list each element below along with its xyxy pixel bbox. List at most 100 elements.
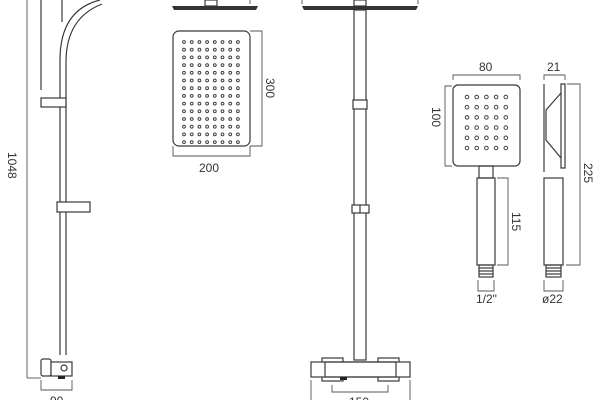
nozzle: [205, 132, 210, 137]
nozzle: [484, 104, 489, 110]
nozzle: [205, 117, 210, 121]
height-dimension-label: 1048: [5, 152, 19, 179]
nozzle: [212, 63, 217, 67]
nozzle: [220, 47, 225, 52]
slider-holder: [56, 201, 91, 213]
hand-length-label: 225: [581, 163, 595, 183]
nozzle: [189, 132, 194, 137]
nozzle: [197, 132, 202, 137]
hand-shower-front: 80 100 115 1/2": [429, 60, 523, 306]
nozzle: [205, 94, 210, 98]
nozzle: [493, 135, 499, 141]
nozzle: [182, 63, 186, 67]
nozzle: [189, 101, 194, 106]
head-width-label: 200: [199, 161, 219, 175]
nozzle: [189, 70, 194, 75]
nozzle: [236, 70, 240, 75]
nozzle: [228, 55, 233, 60]
nozzle: [236, 124, 240, 129]
nozzle: [197, 140, 202, 145]
nozzle: [197, 63, 202, 67]
nozzle: [182, 94, 186, 98]
nozzle: [474, 125, 480, 130]
nozzle: [236, 55, 240, 60]
nozzle: [197, 117, 202, 121]
nozzle: [236, 117, 240, 121]
nozzle: [197, 94, 202, 98]
thermostatic-bar: [310, 361, 411, 378]
nozzle: [182, 78, 186, 83]
nozzle: [236, 109, 240, 114]
nozzle: [212, 86, 217, 91]
nozzle: [212, 47, 217, 52]
nozzle: [228, 124, 233, 129]
nozzle: [474, 135, 480, 141]
nozzle: [189, 124, 194, 129]
nozzle: [493, 125, 499, 130]
nozzle: [220, 94, 225, 98]
head-face: [172, 30, 251, 147]
hand-width-label: 80: [479, 60, 493, 74]
nozzle: [220, 109, 225, 114]
nozzle: [220, 140, 225, 145]
nozzle: [503, 115, 509, 120]
nozzle: [189, 47, 194, 52]
nozzle: [189, 78, 194, 83]
nozzle: [205, 47, 210, 52]
nozzle: [228, 94, 233, 98]
nozzle: [484, 125, 489, 130]
nozzle: [236, 63, 240, 67]
front-view-riser: 150: [301, 0, 419, 400]
nozzle: [189, 94, 194, 98]
nozzle: [474, 104, 480, 110]
nozzle: [220, 101, 225, 106]
nozzle: [220, 55, 225, 60]
nozzle: [182, 86, 186, 91]
nozzle: [236, 140, 240, 145]
nozzle: [205, 70, 210, 75]
valve-centres-label: 150: [349, 395, 369, 400]
valve-handle: [40, 358, 52, 377]
nozzle: [189, 40, 194, 44]
nozzle: [205, 140, 210, 145]
valve-depth-label: 90: [50, 394, 64, 400]
nozzle: [212, 40, 217, 44]
nozzle: [493, 94, 499, 100]
hand-depth-label: 21: [547, 60, 561, 74]
head-length-label: 300: [263, 78, 277, 98]
nozzle: [484, 145, 489, 151]
nozzle: [197, 124, 202, 129]
nozzle: [182, 109, 186, 114]
nozzle: [228, 47, 233, 52]
nozzle: [464, 135, 470, 141]
nozzle: [212, 94, 217, 98]
nozzle: [220, 86, 225, 91]
nozzle: [228, 140, 233, 145]
nozzle: [236, 40, 240, 44]
nozzle: [182, 132, 186, 137]
nozzle: [228, 101, 233, 106]
nozzle: [205, 101, 210, 106]
nozzle: [228, 132, 233, 137]
nozzle: [236, 132, 240, 137]
nozzle: [464, 115, 470, 120]
nozzle: [182, 47, 186, 52]
nozzle: [205, 63, 210, 67]
nozzle: [464, 94, 470, 100]
nozzle: [493, 104, 499, 110]
nozzle: [484, 135, 489, 141]
nozzle: [228, 63, 233, 67]
nozzle: [182, 124, 186, 129]
nozzle: [205, 40, 210, 44]
nozzle: [189, 109, 194, 114]
nozzle: [236, 86, 240, 91]
nozzle: [484, 115, 489, 120]
side-view-riser: 1048 90: [5, 0, 103, 400]
nozzle: [493, 115, 499, 120]
nozzle: [205, 109, 210, 114]
nozzle: [182, 140, 186, 145]
nozzle: [464, 125, 470, 130]
nozzle: [220, 132, 225, 137]
nozzle: [205, 124, 210, 129]
hand-nozzles: [464, 94, 509, 151]
